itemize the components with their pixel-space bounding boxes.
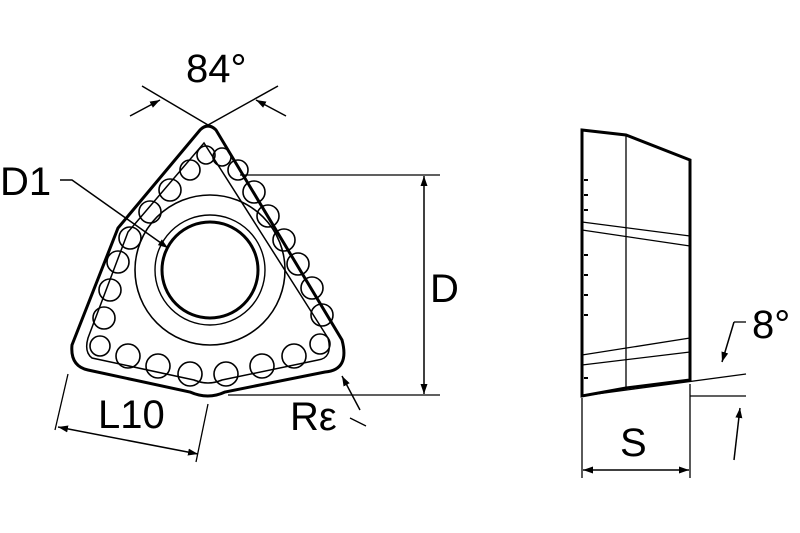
hole-diameter-label: D1	[0, 160, 51, 204]
edge-length-label: L10	[98, 393, 165, 437]
inscribed-diameter-dimension: D	[228, 174, 459, 396]
insert-side-view	[580, 128, 692, 398]
insert-top-view	[70, 124, 346, 398]
thickness-dimension: S	[581, 384, 691, 478]
insert-outline	[70, 124, 346, 398]
clearance-angle-label: 8°	[752, 303, 790, 347]
side-outline	[580, 128, 692, 398]
center-hole-chamfer	[154, 214, 266, 326]
inscribed-diameter-label: D	[430, 267, 459, 311]
angle-84-dimension: 84°	[129, 47, 287, 126]
corner-radius-leader: Rε	[290, 375, 367, 439]
angle-top-label: 84°	[186, 47, 247, 91]
corner-radius-label: Rε	[290, 395, 337, 439]
chipbreaker-outline	[85, 141, 330, 384]
clearance-angle-dimension: 8°	[581, 303, 790, 461]
hole-diameter-leader: D1	[0, 160, 169, 249]
side-edge-marks	[584, 179, 588, 379]
thickness-label: S	[620, 421, 647, 465]
chipbreaker-bumps	[89, 145, 334, 387]
land-circle	[134, 194, 286, 346]
center-hole	[160, 220, 260, 320]
edge-length-dimension: L10	[54, 373, 209, 463]
